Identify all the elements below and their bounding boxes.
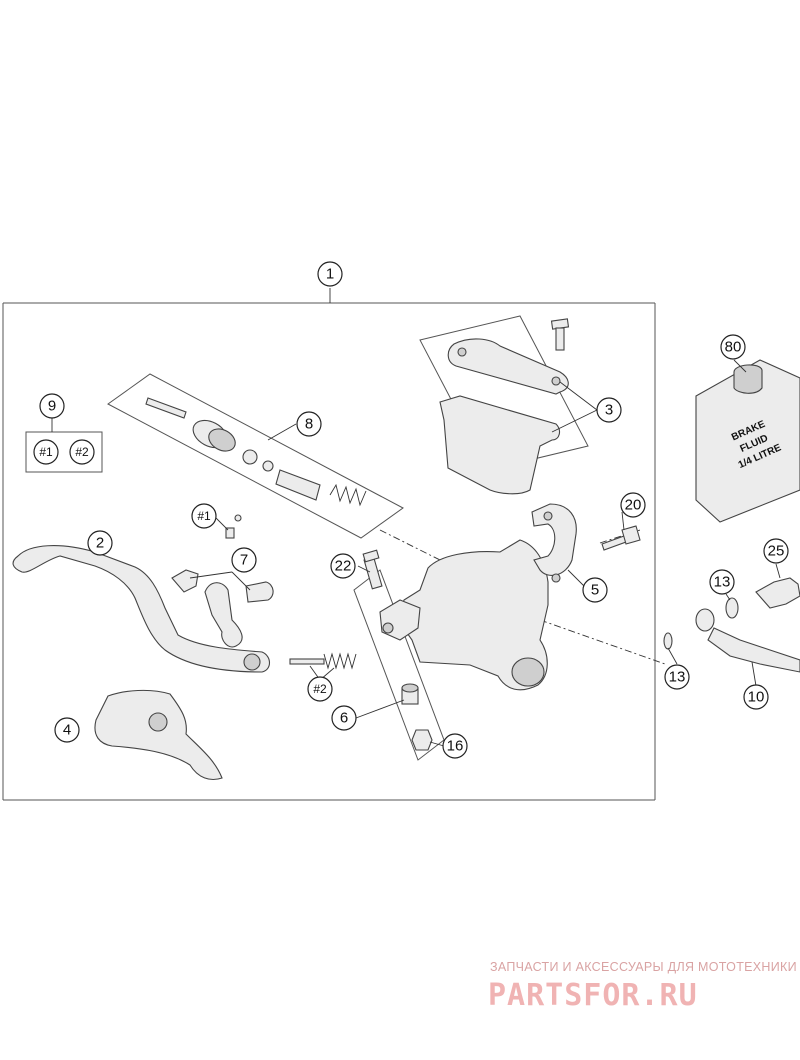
- callout-leaders: [267, 359, 781, 747]
- watermark-brand: PARTSFOR.RU: [488, 978, 698, 1013]
- callout-5: 5: [582, 577, 608, 603]
- watermark-subtitle: ЗАПЧАСТИ И АКСЕССУАРЫ ДЛЯ МОТОТЕХНИКИ: [490, 960, 797, 974]
- callout-8-label: 8: [305, 416, 313, 433]
- callout-kit-2-lever: #2: [307, 676, 333, 702]
- callout-4: 4: [54, 717, 80, 743]
- callout-25: 25: [763, 538, 789, 564]
- master-cylinder-body: [379, 539, 549, 691]
- callout-10: 10: [743, 684, 769, 710]
- brake-fluid-bottle: BRAKE FLUID 1/4 LITRE: [695, 359, 800, 523]
- callout-7-label: 7: [240, 552, 248, 569]
- assembly-frame: [2, 288, 656, 801]
- callout-22-label: 22: [335, 558, 352, 575]
- handlebar-clamp: [531, 503, 577, 583]
- callout-kit-1-label: #1: [39, 445, 53, 459]
- reservoir-cover: [439, 318, 570, 495]
- callout-13-upper-label: 13: [714, 574, 731, 591]
- callout-80: 80: [720, 334, 746, 360]
- callout-13-lower: 13: [664, 664, 690, 690]
- brake-line-parts: [663, 577, 800, 673]
- callout-20-label: 20: [625, 497, 642, 514]
- callout-4-label: 4: [63, 722, 71, 739]
- callout-9-label: 9: [48, 398, 56, 415]
- callout-9: 9: [39, 393, 65, 419]
- callout-3: 3: [596, 397, 622, 423]
- kit-box: [25, 418, 103, 473]
- callout-20: 20: [620, 492, 646, 518]
- lever-pivot-parts: [171, 569, 274, 648]
- callout-2: 2: [87, 530, 113, 556]
- callout-10-label: 10: [748, 689, 765, 706]
- callout-kit-2: #2: [69, 439, 95, 465]
- callout-1: 1: [317, 261, 343, 287]
- callout-25-label: 25: [768, 543, 785, 560]
- callout-6-label: 6: [340, 710, 348, 727]
- callout-3-label: 3: [605, 402, 613, 419]
- callout-16: 16: [442, 733, 468, 759]
- callout-6: 6: [331, 705, 357, 731]
- callout-kit-1-lever-label: #1: [197, 509, 211, 523]
- callout-2-label: 2: [96, 535, 104, 552]
- piston-kit-parts: [145, 397, 367, 507]
- callout-22: 22: [330, 553, 356, 579]
- callout-1-label: 1: [326, 266, 334, 283]
- callout-kit-2-label: #2: [75, 445, 89, 459]
- brake-lever: [12, 545, 271, 673]
- adjuster-ball: [213, 514, 242, 539]
- lever-guard: [94, 689, 223, 781]
- callout-13-upper: 13: [709, 569, 735, 595]
- pivot-bolt-set: [362, 549, 433, 751]
- callout-8: 8: [296, 411, 322, 437]
- callout-80-label: 80: [725, 339, 742, 356]
- callout-7: 7: [231, 547, 257, 573]
- spring-pin: [289, 652, 357, 681]
- callout-kit-1: #1: [33, 439, 59, 465]
- callout-kit-1-lever: #1: [191, 503, 217, 529]
- callout-16-label: 16: [447, 738, 464, 755]
- callout-kit-2-lever-label: #2: [313, 682, 327, 696]
- callout-5-label: 5: [591, 582, 599, 599]
- callout-13-lower-label: 13: [669, 669, 686, 686]
- clamp-bolt: [601, 525, 641, 551]
- watermark: ЗАПЧАСТИ И АКСЕССУАРЫ ДЛЯ МОТОТЕХНИКИ PA…: [488, 960, 797, 1013]
- piston-kit-frame: [107, 373, 404, 539]
